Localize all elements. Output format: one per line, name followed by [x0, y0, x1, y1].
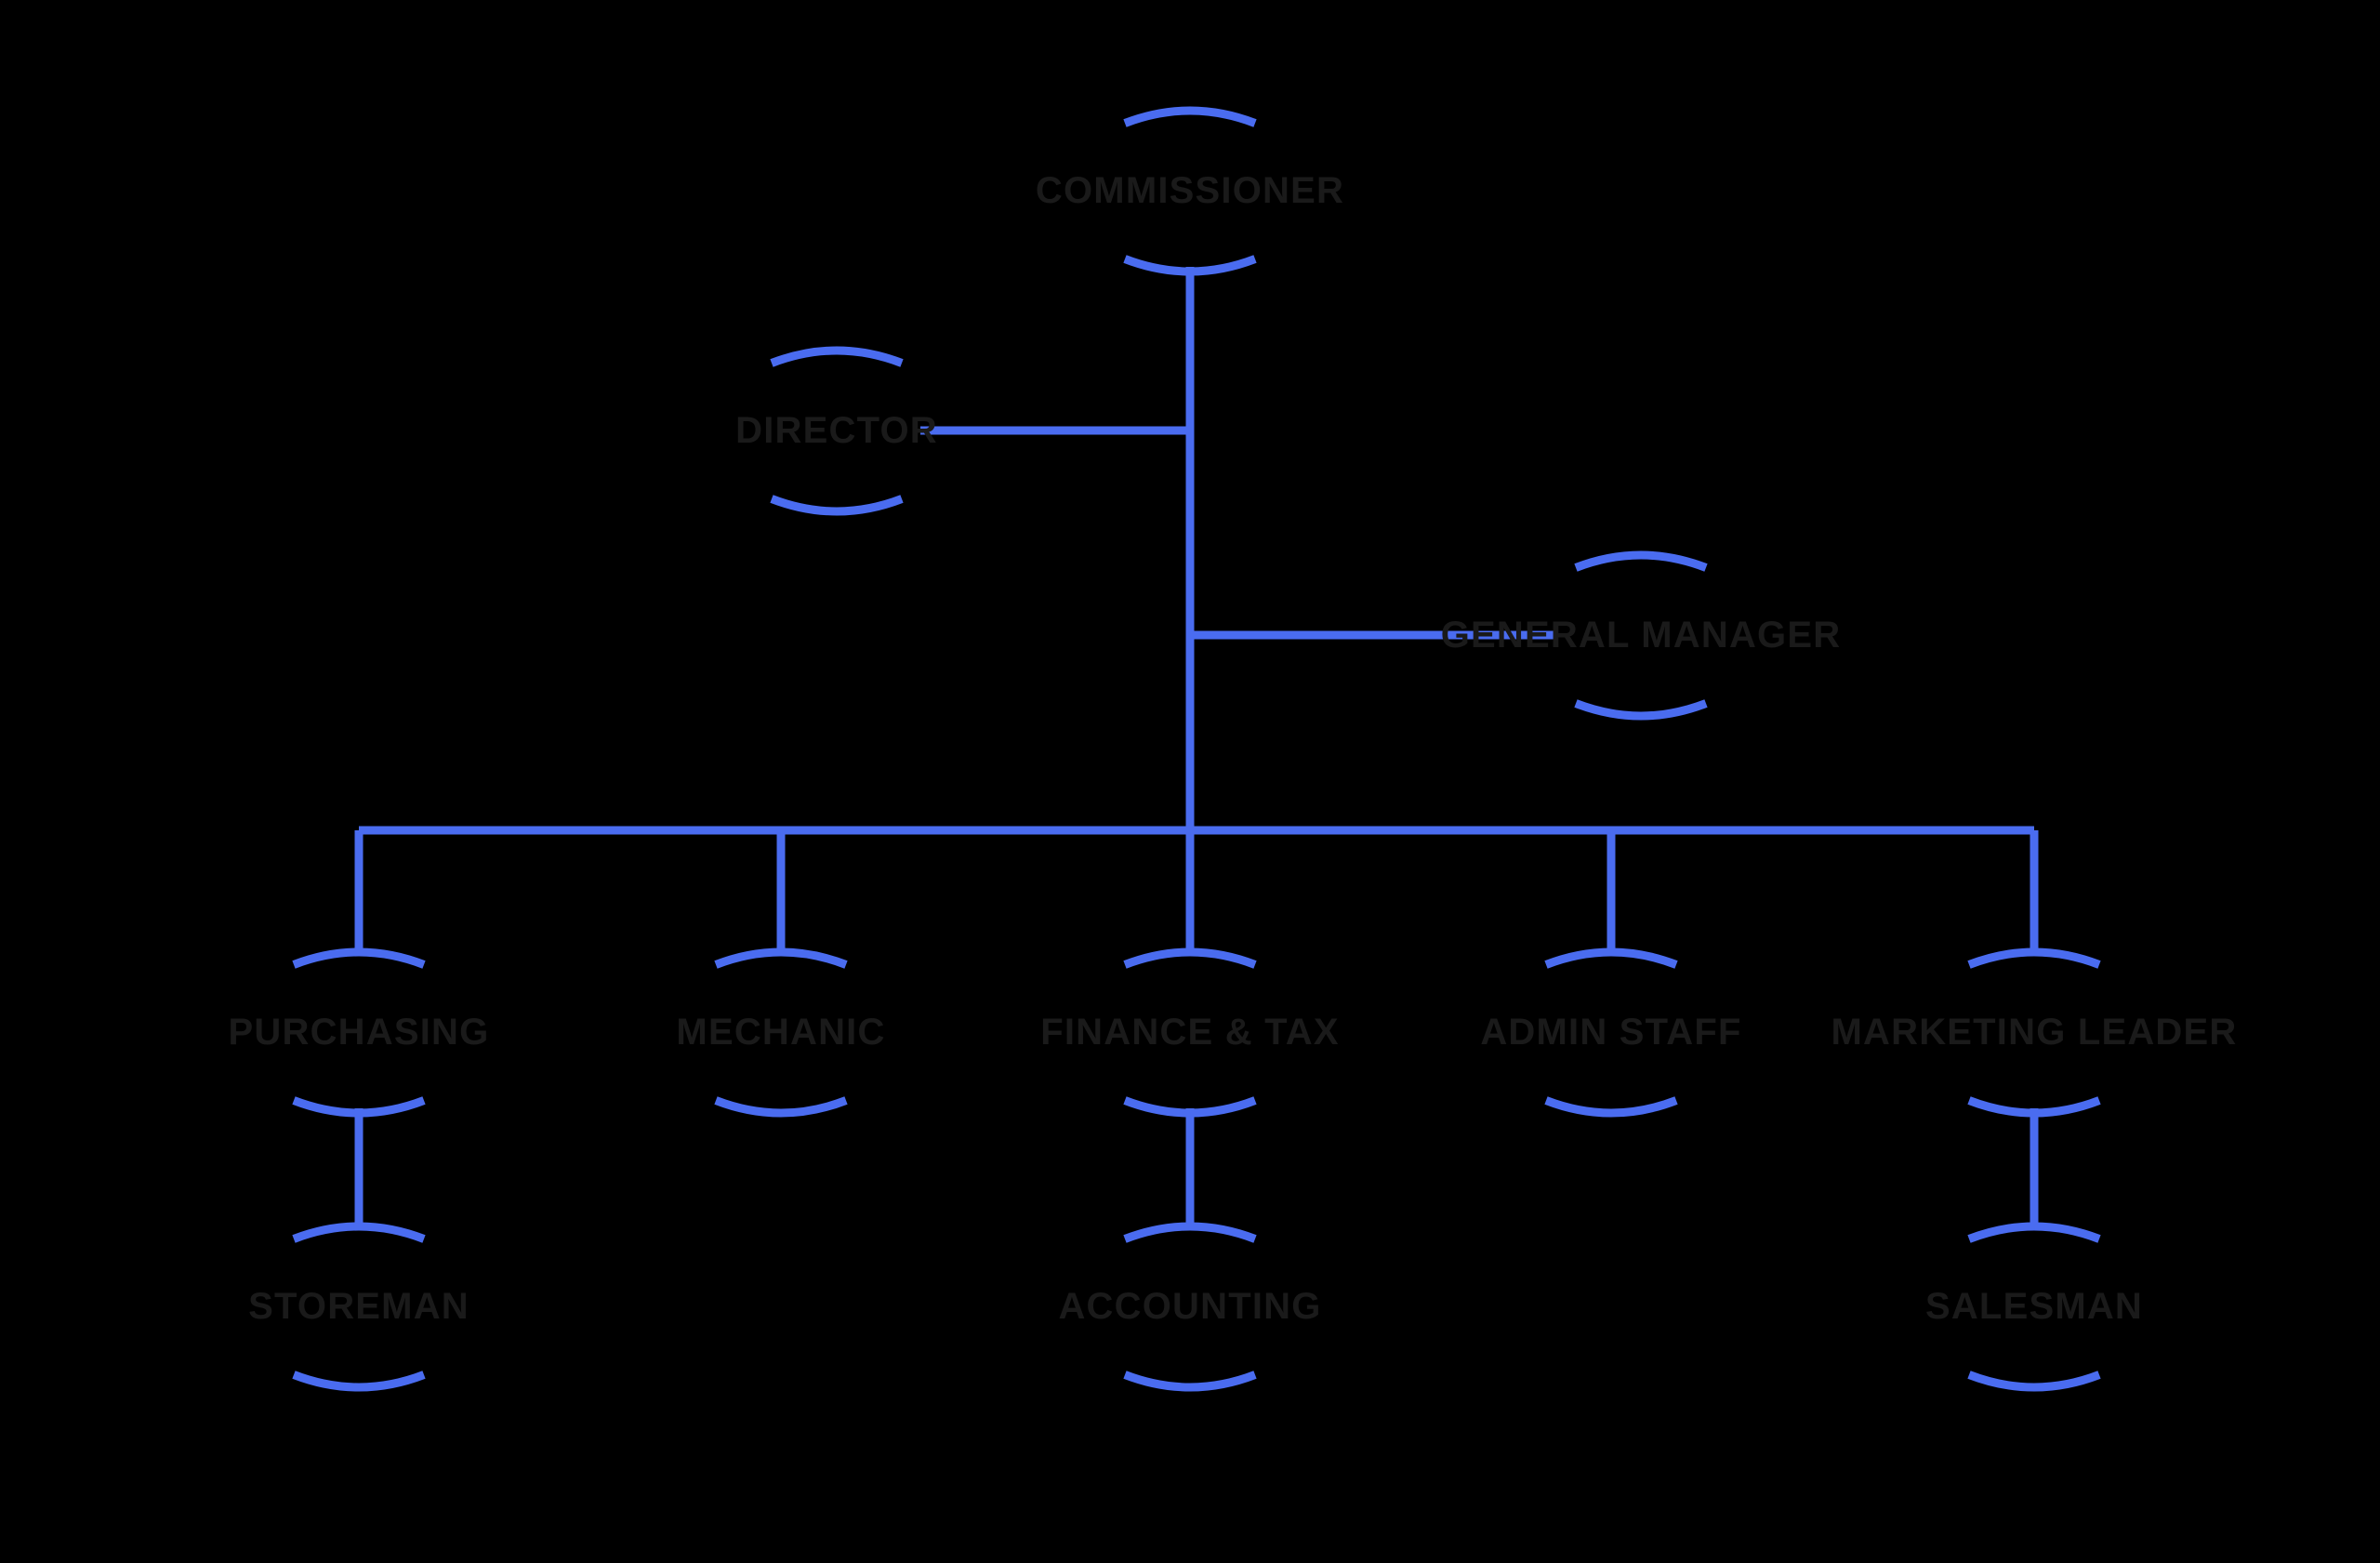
org-node-commissioner[interactable]: COMMISSIONER — [1036, 172, 1344, 209]
org-node-storeman[interactable]: STOREMAN — [248, 1288, 469, 1325]
org-node-label-director: DIRECTOR — [735, 410, 938, 451]
org-node-label-finance-tax: FINANCE & TAX — [1040, 1012, 1340, 1053]
org-node-purchasing[interactable]: PURCHASING — [229, 1013, 490, 1051]
org-node-label-general-manager: GENERAL MANAGER — [1440, 615, 1842, 656]
org-node-general-manager[interactable]: GENERAL MANAGER — [1441, 616, 1842, 654]
org-node-label-purchasing: PURCHASING — [228, 1012, 490, 1053]
org-node-label-accounting: ACCOUNTING — [1058, 1286, 1322, 1327]
org-node-mechanic[interactable]: MECHANIC — [676, 1013, 885, 1051]
org-node-director[interactable]: DIRECTOR — [735, 412, 938, 449]
org-node-finance-tax[interactable]: FINANCE & TAX — [1040, 1013, 1340, 1051]
org-node-salesman[interactable]: SALESMAN — [1925, 1288, 2143, 1325]
org-node-label-salesman: SALESMAN — [1924, 1286, 2144, 1327]
org-node-label-storeman: STOREMAN — [248, 1286, 469, 1327]
org-node-label-commissioner: COMMISSIONER — [1035, 170, 1345, 211]
org-node-label-admin-staff: ADMIN STAFF — [1480, 1012, 1742, 1053]
org-node-label-marketing-leader: MARKETING LEADER — [1831, 1012, 2238, 1053]
org-node-admin-staff[interactable]: ADMIN STAFF — [1480, 1013, 1741, 1051]
org-node-label-mechanic: MECHANIC — [676, 1012, 886, 1053]
org-node-marketing-leader[interactable]: MARKETING LEADER — [1831, 1013, 2238, 1051]
org-node-accounting[interactable]: ACCOUNTING — [1058, 1288, 1321, 1325]
